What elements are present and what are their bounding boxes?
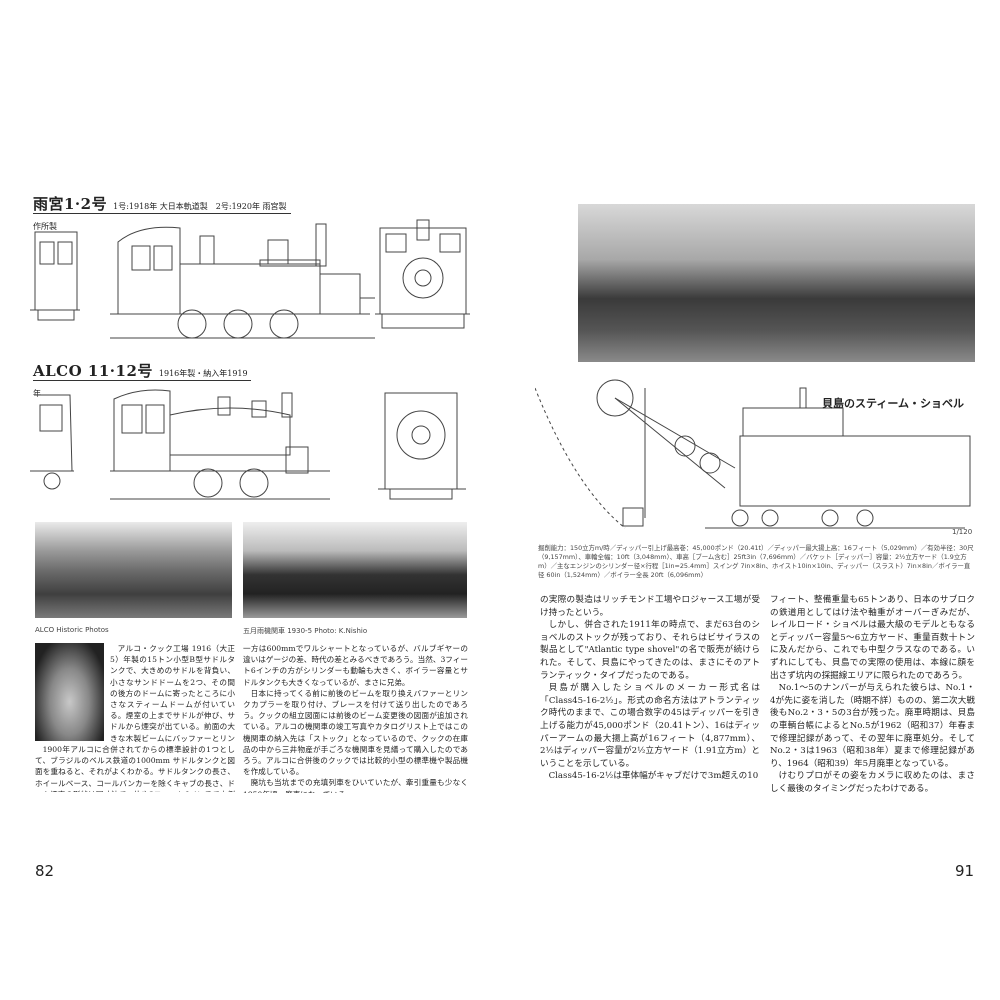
rear-elevation-partial [30, 232, 80, 320]
heading-subtitle: 1号:1918年 大日本軌道製 2号:1920年 雨宮製作所製 [33, 202, 287, 231]
heading-subtitle: 1916年製・納入年1919年 [33, 369, 248, 398]
paragraph: 廃坑も当坑までの充填列車をひいていたが、牽引重量も少なく1950年頃、廃車になっ… [243, 778, 468, 793]
alco-locomotive-drawings [30, 385, 470, 510]
scale-label: 1/120 [952, 528, 973, 536]
paragraph: No.1～5のナンバーが与えられた彼らは、No.1・4が先に姿を消した（時期不詳… [770, 683, 975, 769]
rear-elevation-partial [30, 395, 74, 489]
paragraph: の実際の製造はリッチモンド工場やロジャース工場が受け持ったという。 [540, 595, 760, 618]
paragraph: けむりプロがその姿をカメラに収めたのは、まさしく最後のタイミングだったわけである… [770, 771, 975, 794]
photo-caption: 五月雨機関車 1930-5 Photo: K.Nishio [243, 627, 368, 635]
drawing-title: 貝島のスティーム・ショベル [822, 397, 965, 410]
paragraph: フィート、整備重量も65トンあり、日本のサブロクの鉄道用としてはけ法や軸重がオー… [770, 595, 975, 681]
amemiya-locomotive-drawings [30, 218, 470, 348]
body-text-col2: 一方は600mmでワルシャートとなっているが、バルブギヤーの違いはゲージの差、時… [243, 643, 468, 793]
side-elevation [110, 224, 375, 338]
paragraph: Class45-16-2½は車体幅がキャブだけで3m超えの10 [548, 771, 759, 782]
front-elevation [378, 393, 466, 499]
body-text-col1-bottom: 1900年アルコに合併されてからの標準設計の1つとして、ブラジルのベルス鉄道の1… [35, 744, 235, 792]
photo-caption: ALCO Historic Photos [35, 626, 109, 634]
heading-title: ALCO 11·12号 [33, 362, 153, 380]
body-text-col1-top: アルコ・クック工場 1916（大正5）年製の15トン小型B型サドルタンクで、大き… [110, 643, 235, 743]
side-elevation [110, 390, 330, 499]
body-text-col2: フィート、整備重量も65トンあり、日本のサブロクの鉄道用としてはけ法や軸重がオー… [770, 594, 975, 796]
body-text-col1: の実際の製造はリッチモンド工場やロジャース工場が受け持ったという。 しかし、併合… [540, 594, 760, 783]
paragraph: アルコ・クック工場 1916（大正5）年製の15トン小型B型サドルタンクで、大き… [110, 644, 235, 743]
paragraph: しかし、併合された1911年の時点で、まだ63台のショベルのストックが残っており… [540, 620, 760, 681]
paragraph: 貝島が購入したショベルのメーカー形式名は「Class45-16-2½」。形式の命… [540, 683, 760, 769]
alco-locomotive-photo [35, 522, 232, 618]
paragraph: 日本に持ってくる前に前後のビームを取り換えバファーとリンクカプラーを取り付け、ブ… [243, 688, 468, 777]
page-number: 82 [35, 862, 55, 880]
smokebox-door-photo [35, 643, 104, 741]
spec-caption: 掘削能力：150立方m/時／ディッパー引上げ最高巻：45,000ポンド（20.4… [538, 544, 974, 579]
page-number: 91 [955, 862, 975, 880]
locomotive-yard-photo [243, 522, 467, 618]
steam-shovel-photo [578, 204, 975, 362]
paragraph: 一方は600mmでワルシャートとなっているが、バルブギヤーの違いはゲージの差、時… [243, 644, 468, 687]
front-elevation [375, 220, 470, 328]
paragraph: 1900年アルコに合併されてからの標準設計の1つとして、ブラジルのベルス鉄道の1… [35, 745, 235, 792]
steam-shovel-drawing [535, 368, 975, 540]
heading-title: 雨宮1·2号 [33, 195, 108, 213]
